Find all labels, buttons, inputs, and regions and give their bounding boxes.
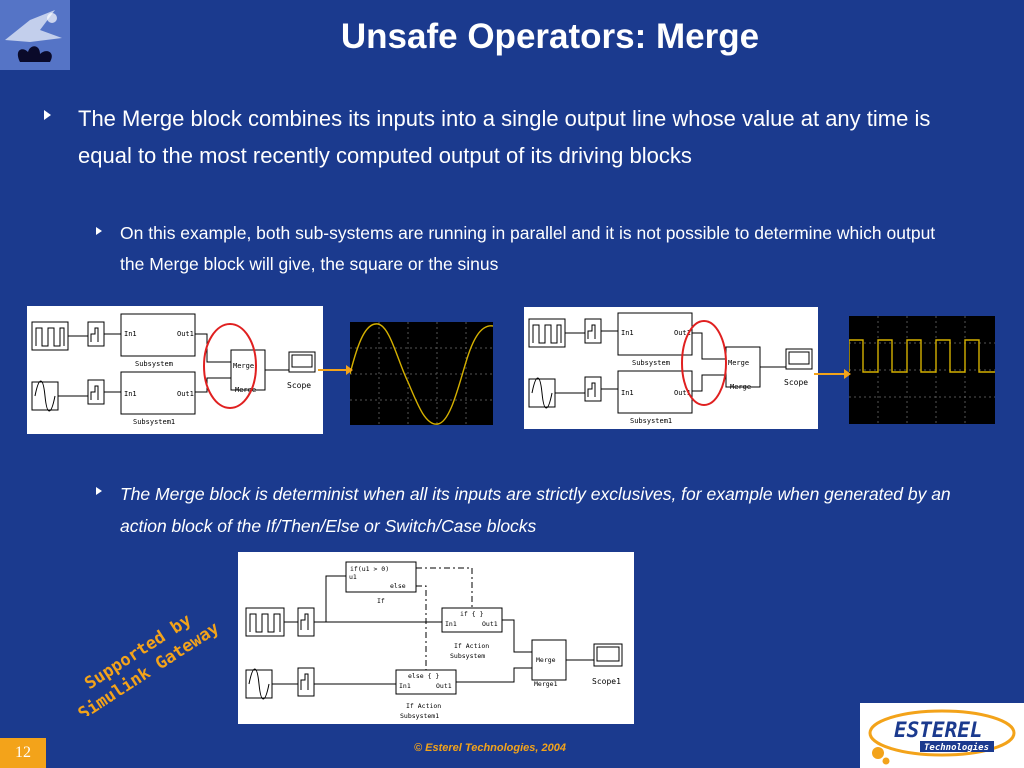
esterel-logo-line1: ESTEREL: [894, 718, 983, 742]
subsystem1-in-label: In1: [124, 390, 137, 398]
simulink-diagram-bottom: if(u1 > 0) u1 else If if { } In1 Out1 If…: [238, 552, 634, 724]
square-wave-plot: [848, 316, 995, 424]
diagram-right-svg: In1 Out1 Subsystem In1 Out1 Subsystem1 M…: [528, 312, 813, 425]
subsystem1-out-label: Out1: [674, 389, 691, 397]
if-block-label: If: [377, 597, 385, 605]
sine-wave-plot: [349, 322, 494, 425]
elseaction-out: Out1: [436, 682, 452, 690]
esterel-logo-icon: ESTEREL Technologies: [868, 709, 1016, 765]
ifaction-title: if { }: [460, 610, 484, 618]
esterel-logo: ESTEREL Technologies: [860, 703, 1024, 768]
subsystem1-in-label: In1: [621, 389, 634, 397]
subsystem-in-label: In1: [124, 330, 137, 338]
elseaction-label-2: Subsystem1: [400, 712, 439, 720]
ifaction-out: Out1: [482, 620, 498, 628]
scope-label: Scope: [784, 378, 808, 387]
merge1-block-text: Merge: [536, 656, 556, 664]
merge-block-text: Merge: [233, 362, 254, 370]
elseaction-in: In1: [399, 682, 411, 690]
page-title: Unsafe Operators: Merge: [340, 17, 760, 56]
elseaction-label-1: If Action: [406, 702, 441, 710]
simulink-diagram-right: In1 Out1 Subsystem In1 Out1 Subsystem1 M…: [524, 307, 818, 429]
bullet-arrow-icon: [44, 110, 51, 120]
diagram-left-svg: In1 Out1 Subsystem In1 Out1 Subsystem1 M…: [31, 313, 316, 426]
merge-block-label: Merge: [235, 386, 256, 394]
diagram-bottom-svg: if(u1 > 0) u1 else If if { } In1 Out1 If…: [245, 561, 623, 720]
highlight-circle: [203, 323, 257, 409]
subsystem-bottom-label: Subsystem1: [630, 417, 672, 425]
page-number: 12: [0, 738, 46, 768]
merge1-label: Merge1: [534, 680, 558, 688]
scope-label: Scope: [287, 381, 311, 390]
if-condition-text: if(u1 > 0): [350, 565, 389, 573]
bullet-sub2-text: The Merge block is determinist when all …: [120, 484, 951, 536]
subsystem-top-label: Subsystem: [632, 359, 670, 367]
if-else-text: else: [390, 582, 406, 590]
scope-output-square: [848, 316, 995, 424]
ifaction-label-1: If Action: [454, 642, 489, 650]
ifaction-in: In1: [445, 620, 457, 628]
bullet-main-text: The Merge block combines its inputs into…: [78, 106, 931, 168]
bullet-arrow-icon: [96, 227, 102, 235]
subsystem-out-label: Out1: [674, 329, 691, 337]
merge-block-text: Merge: [728, 359, 749, 367]
elseaction-title: else { }: [408, 672, 439, 680]
corner-logo-icon: [0, 0, 70, 70]
subsystem-top-label: Subsystem: [135, 360, 173, 368]
scope1-label: Scope1: [592, 677, 621, 686]
scope-output-sine: [349, 322, 494, 425]
copyright-text: © Esterel Technologies, 2004: [414, 742, 566, 754]
subsystem-bottom-label: Subsystem1: [133, 418, 175, 426]
arrow-icon: [318, 365, 353, 375]
arrow-icon: [814, 369, 851, 379]
subsystem-out-label: Out1: [177, 330, 194, 338]
bullet-arrow-icon: [96, 487, 102, 495]
if-input-label: u1: [349, 573, 357, 581]
bullet-sub1-text: On this example, both sub-systems are ru…: [120, 223, 936, 274]
subsystem1-out-label: Out1: [177, 390, 194, 398]
supported-by-stamp: Supported by Simulink Gateway: [75, 610, 223, 716]
ifaction-label-2: Subsystem: [450, 652, 485, 660]
merge-block-label: Merge: [730, 383, 751, 391]
highlight-circle: [681, 320, 727, 406]
simulink-diagram-left: In1 Out1 Subsystem In1 Out1 Subsystem1 M…: [27, 306, 323, 434]
subsystem-in-label: In1: [621, 329, 634, 337]
esterel-logo-line2: Technologies: [924, 742, 989, 753]
